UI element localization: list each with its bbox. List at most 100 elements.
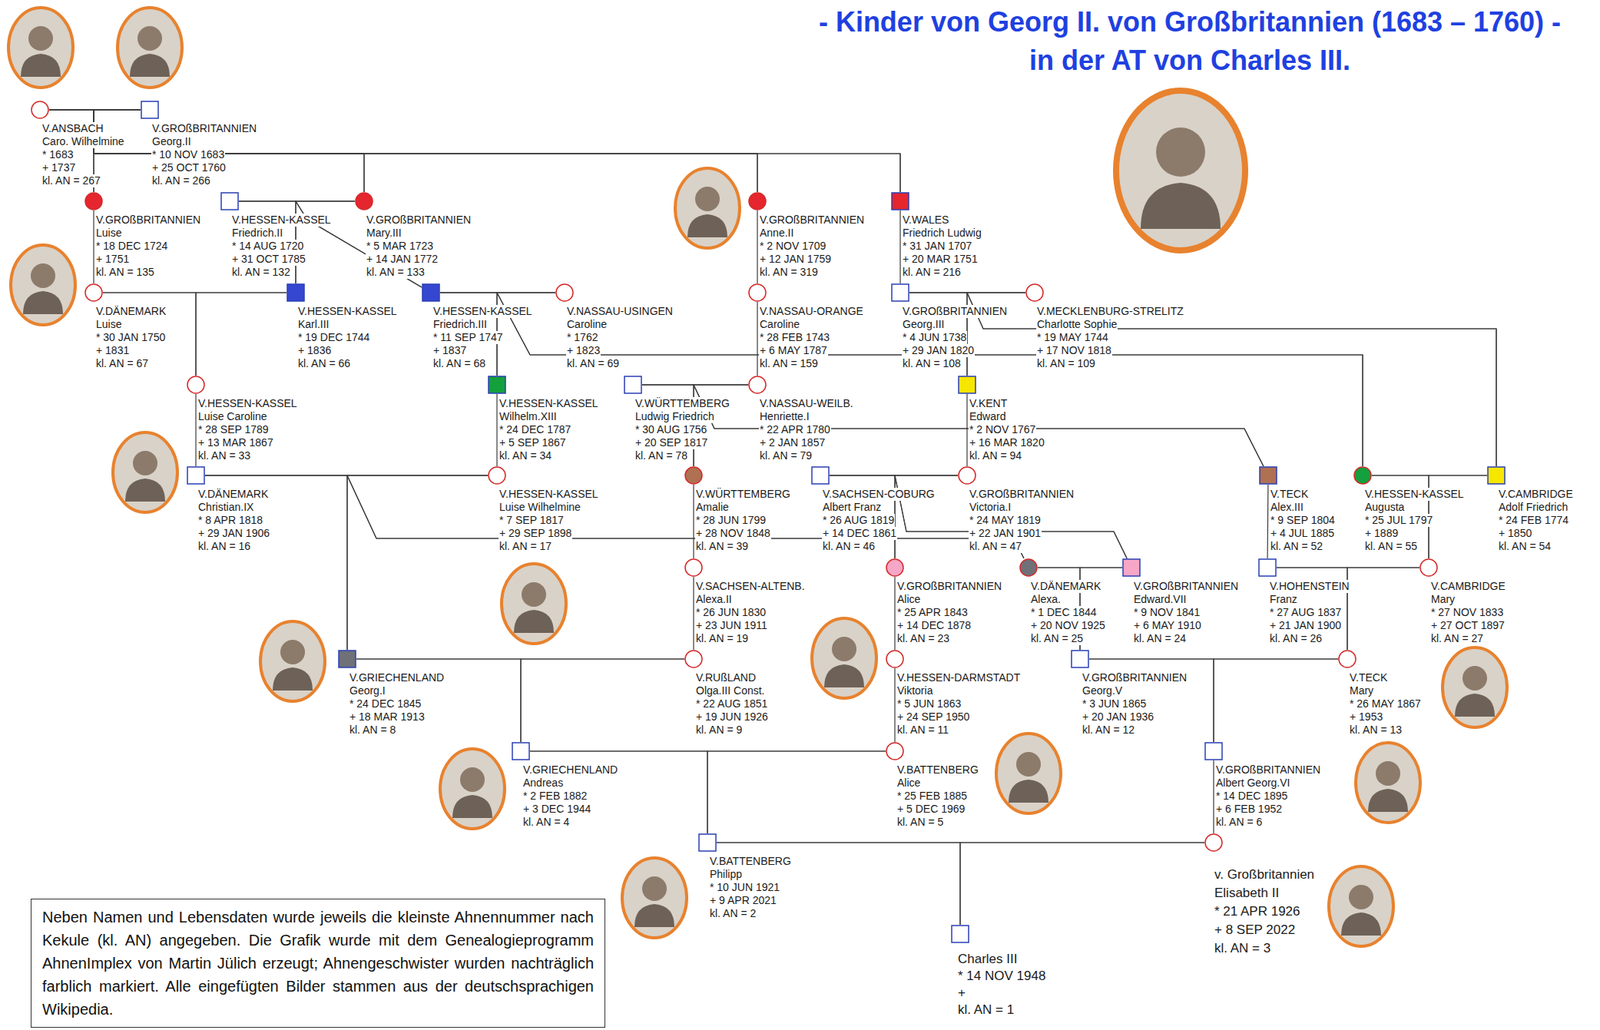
- label-line: + 24 SEP 1950: [896, 710, 971, 724]
- label-line: Georg.III: [901, 318, 945, 332]
- label-line: kl. AN = 3: [1213, 939, 1272, 958]
- circle-shape: [85, 284, 103, 302]
- female-circle: V.ANSBACHCaro. Wilhelmine* 1683+ 1737kl.…: [30, 100, 50, 120]
- descent-line: [756, 301, 758, 376]
- label-line: * 22 APR 1780: [758, 423, 832, 437]
- descent-line: [966, 394, 968, 467]
- label-line: * 8 APR 1818: [197, 513, 264, 527]
- label-line: kl. AN = 54: [1497, 539, 1552, 554]
- descent-line: [93, 109, 901, 193]
- label-line: * 1762: [566, 331, 599, 345]
- square-shape: [1259, 467, 1277, 484]
- label-line: + 5 SEP 1867: [498, 436, 567, 450]
- label-line: + 20 SEP 1817: [634, 436, 709, 450]
- person-symbol: [957, 375, 977, 395]
- label-line: V.SACHSEN-ALTENB.: [695, 579, 806, 593]
- chart-title: - Kinder von Georg II. von Großbritannie…: [809, 3, 1571, 80]
- label-line: kl. AN = 267: [41, 174, 102, 188]
- label-line: + 1836: [297, 344, 332, 358]
- square-shape: [1258, 559, 1276, 577]
- label-line: v. Großbritannien: [1213, 865, 1316, 885]
- label-line: kl. AN = 67: [95, 357, 150, 371]
- descent-line: [894, 576, 895, 650]
- label-line: kl. AN = 5: [896, 815, 945, 829]
- female-circle: V.GROßBRITANNIENVictoria.I* 24 MAY 1819+…: [957, 466, 977, 485]
- label-line: kl. AN = 135: [95, 265, 156, 279]
- descent-line: [93, 109, 758, 193]
- label-line: kl. AN = 109: [1036, 357, 1097, 371]
- male-square: V.HOHENSTEINFranz* 27 AUG 1837+ 21 JAN 1…: [1258, 558, 1277, 577]
- male-square: V.HESSEN-KASSELFriedrich.II* 14 AUG 1720…: [220, 192, 239, 211]
- label-line: + 20 MAR 1751: [901, 252, 979, 266]
- person-symbol: [30, 100, 50, 120]
- circle-shape: [1420, 559, 1438, 577]
- person-symbol: [286, 283, 305, 302]
- label-line: Albert Georg.VI: [1215, 776, 1292, 790]
- label-line: V.ANSBACH: [41, 122, 105, 136]
- person-symbol: [140, 100, 160, 120]
- male-square: V.TECKAlex.III* 9 SEP 1804+ 4 JUL 1885kl…: [1258, 466, 1278, 485]
- label-line: Georg.I: [348, 684, 387, 698]
- person-label: V.RUßLANDOlga.III Const.* 22 AUG 1851+ 1…: [695, 671, 769, 737]
- label-line: kl. AN = 39: [695, 539, 749, 554]
- person-label: V.HESSEN-KASSELWilhelm.XIII* 24 DEC 1787…: [498, 397, 600, 463]
- label-line: + 14 DEC 1878: [896, 619, 972, 633]
- person-symbol: [891, 192, 910, 211]
- person-label: V.GROßBRITANNIENMary.III* 5 MAR 1723+ 14…: [365, 213, 472, 279]
- female-circle: V.NASSAU-ORANGECaroline* 28 FEB 1743+ 6 …: [748, 283, 767, 302]
- label-line: + 14 DEC 1861: [821, 526, 898, 540]
- label-line: kl. AN = 159: [758, 357, 819, 371]
- label-line: V.TECK: [1348, 671, 1388, 685]
- circle-shape: [1354, 467, 1372, 484]
- female-circle: V.GROßBRITANNIENAlice* 25 APR 1843+ 14 D…: [885, 558, 905, 577]
- label-line: + 1837: [432, 344, 468, 358]
- person-label: V.HESSEN-DARMSTADTViktoria* 5 JUN 1863+ …: [896, 671, 1021, 737]
- descent-line: [1347, 567, 1420, 650]
- person-symbol: [84, 283, 103, 302]
- label-line: * 2 NOV 1709: [758, 239, 827, 253]
- descent-line: [909, 292, 1497, 467]
- portrait: [440, 748, 505, 829]
- person-label: V.GROßBRITANNIENLuise* 18 DEC 1724+ 1751…: [95, 213, 202, 279]
- label-line: V.GROßBRITANNIEN: [1081, 671, 1188, 685]
- descent-line: [93, 109, 365, 193]
- label-line: + 23 JUN 1911: [695, 619, 769, 633]
- female-circle: V.DÄNEMARKAlexa.* 1 DEC 1844+ 20 NOV 192…: [1019, 558, 1038, 577]
- descent-line: [496, 292, 1363, 467]
- male-square: V.BATTENBERGPhilipp* 10 JUN 1921+ 9 APR …: [698, 833, 717, 852]
- label-line: kl. AN = 108: [901, 357, 962, 371]
- female-circle: V.HESSEN-KASSELAugusta* 25 JUL 1797+ 188…: [1353, 466, 1372, 485]
- label-line: kl. AN = 26: [1268, 632, 1323, 646]
- descent-line: [967, 292, 1497, 467]
- label-line: * 3 JUN 1865: [1081, 697, 1147, 711]
- label-line: Luise Caroline: [197, 410, 269, 424]
- label-line: kl. AN = 34: [498, 449, 553, 463]
- descent-line: [205, 475, 1024, 559]
- label-line: Georg.II: [151, 135, 193, 149]
- label-line: * 5 MAR 1723: [365, 239, 434, 253]
- label-line: V.KENT: [968, 397, 1008, 411]
- circle-shape: [685, 467, 703, 484]
- label-line: Caroline: [566, 318, 608, 332]
- male-square: V.GRIECHENLANDGeorg.I* 24 DEC 1845+ 18 M…: [337, 649, 357, 669]
- descent-line: [642, 384, 1264, 467]
- label-line: kl. AN = 78: [634, 449, 689, 463]
- person-symbol: [1258, 558, 1277, 577]
- circle-shape: [355, 192, 373, 210]
- person-label: V.MECKLENBURG-STRELITZCharlotte Sophie* …: [1036, 304, 1185, 371]
- label-line: + 29 JAN 1820: [901, 344, 975, 358]
- portrait: [811, 618, 877, 699]
- person-label: V.CAMBRIDGEMary* 27 NOV 1833+ 27 OCT 189…: [1430, 579, 1507, 646]
- person-label: V.TECKAlex.III* 9 SEP 1804+ 4 JUL 1885kl…: [1269, 487, 1336, 554]
- label-line: Friedrich.III: [432, 318, 488, 332]
- label-line: Franz: [1268, 592, 1299, 607]
- square-shape: [811, 467, 829, 484]
- person-symbol: [220, 192, 239, 211]
- label-line: V.HESSEN-DARMSTADT: [896, 671, 1021, 685]
- square-shape: [221, 192, 239, 210]
- female-circle: V.GROßBRITANNIENAnne.II* 2 NOV 1709+ 12 …: [748, 192, 767, 211]
- female-circle: V.DÄNEMARKLuise* 30 JAN 1750+ 1831kl. AN…: [84, 283, 103, 302]
- label-line: Alice: [896, 776, 921, 790]
- label-line: * 14 DEC 1895: [1215, 789, 1289, 803]
- descent-line: [195, 394, 196, 467]
